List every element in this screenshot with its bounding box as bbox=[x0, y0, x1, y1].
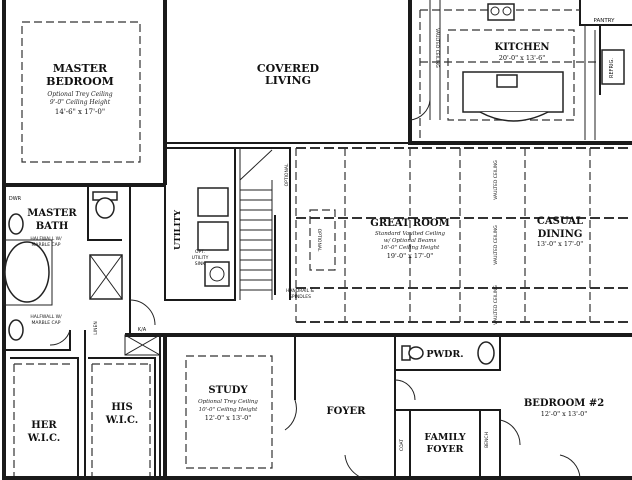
opt-utility-sink-1: OPT. bbox=[195, 249, 205, 255]
great-room-note-1: Standard Vaulted Ceiling bbox=[375, 231, 446, 237]
foyer-title: FOYER bbox=[327, 406, 367, 417]
refrig-label: REFRIG. bbox=[609, 58, 615, 78]
opt-utility-sink-2: UTILITY bbox=[192, 255, 209, 261]
master-bedroom-dims: 14'-6" x 17'-0" bbox=[55, 108, 105, 116]
handrail-2: SPINDLES bbox=[289, 294, 311, 300]
handrail-1: HANDRAIL & bbox=[286, 288, 315, 294]
master-bedroom-note-1: Optional Trey Ceiling bbox=[47, 91, 112, 98]
master-bath-title-1: MASTER bbox=[27, 208, 77, 219]
study-dims: 12'-0" x 13'-0" bbox=[205, 414, 252, 422]
halfwall-bottom-2: MARBLE CAP bbox=[32, 320, 61, 326]
pantry-label: PANTRY bbox=[593, 18, 615, 24]
master-bedroom-note-2: 9'-0" Ceiling Height bbox=[50, 99, 111, 106]
master-bedroom-title-1: MASTER bbox=[53, 62, 108, 75]
coat-label: COAT bbox=[399, 439, 405, 451]
halfwall-top-2: MARBLE CAP bbox=[32, 242, 61, 248]
his-wic-title-2: W.I.C. bbox=[105, 415, 139, 426]
optional-right-label: OPTIONAL bbox=[316, 229, 322, 252]
kitchen-title: KITCHEN bbox=[495, 42, 550, 53]
vaulted-gr-1: VAULTED CEILING bbox=[493, 160, 499, 200]
utility-label: UTILITY bbox=[173, 209, 183, 250]
linen-label: LINEN bbox=[93, 321, 99, 334]
bedroom2-dims: 12'-0" x 13'-0" bbox=[541, 410, 588, 418]
kitchen-dims: 20'-0" x 13'-6" bbox=[499, 54, 546, 62]
kitchen-vaulted-label: VAULTED CEILING bbox=[434, 28, 440, 68]
opt-utility-sink-3: SINK bbox=[195, 261, 207, 267]
halfwall-top-1: HALFWALL W/ bbox=[30, 236, 62, 242]
pwdr-title: PWDR. bbox=[426, 349, 463, 360]
casual-dining-title-2: DINING bbox=[538, 229, 583, 240]
study-title: STUDY bbox=[208, 385, 248, 396]
bedroom2-title: BEDROOM #2 bbox=[524, 398, 604, 409]
casual-dining-title-1: CASUAL bbox=[537, 216, 583, 227]
great-room-dims: 19'-0" x 17'-0" bbox=[387, 252, 434, 260]
master-bath-title-2: BATH bbox=[36, 221, 69, 232]
master-bedroom-title-2: BEDROOM bbox=[46, 75, 114, 88]
study-note-2: 10'-0" Ceiling Height bbox=[199, 407, 259, 413]
door-swings bbox=[49, 99, 581, 480]
fixtures bbox=[3, 0, 625, 476]
family-foyer-title-2: FOYER bbox=[427, 444, 464, 455]
casual-dining-dims: 13'-0" x 17'-0" bbox=[537, 240, 584, 248]
dwr-label: DWR bbox=[9, 196, 22, 202]
great-room-note-2: w/ Optional Beams bbox=[384, 238, 437, 244]
covered-living-title-1: COVERED bbox=[257, 62, 320, 75]
covered-living-title-2: LIVING bbox=[265, 74, 311, 87]
vaulted-gr-3: VAULTED CEILING bbox=[493, 285, 499, 325]
great-room-title: GREAT ROOM bbox=[370, 218, 449, 229]
his-wic-title-1: HIS bbox=[111, 402, 132, 413]
bathtub bbox=[4, 241, 50, 303]
her-wic-title-2: W.I.C. bbox=[27, 433, 61, 444]
halfwall-bottom-1: HALFWALL W/ bbox=[30, 314, 62, 320]
stairs bbox=[239, 148, 276, 300]
ka-label: K/A bbox=[138, 327, 147, 333]
her-wic-title-1: HER bbox=[31, 420, 57, 431]
room-labels: MASTER BEDROOM Optional Trey Ceiling 9'-… bbox=[9, 18, 615, 455]
family-foyer-title-1: FAMILY bbox=[424, 432, 466, 443]
vaulted-gr-2: VAULTED CEILING bbox=[493, 225, 499, 265]
study-note-1: Optional Trey Ceiling bbox=[198, 399, 258, 405]
ceiling-lines bbox=[21, 9, 632, 469]
bench-label: BENCH bbox=[484, 432, 490, 448]
optional-left-label: OPTIONAL bbox=[284, 163, 290, 186]
great-room-note-3: 16'-0" Ceiling Height bbox=[381, 245, 441, 251]
